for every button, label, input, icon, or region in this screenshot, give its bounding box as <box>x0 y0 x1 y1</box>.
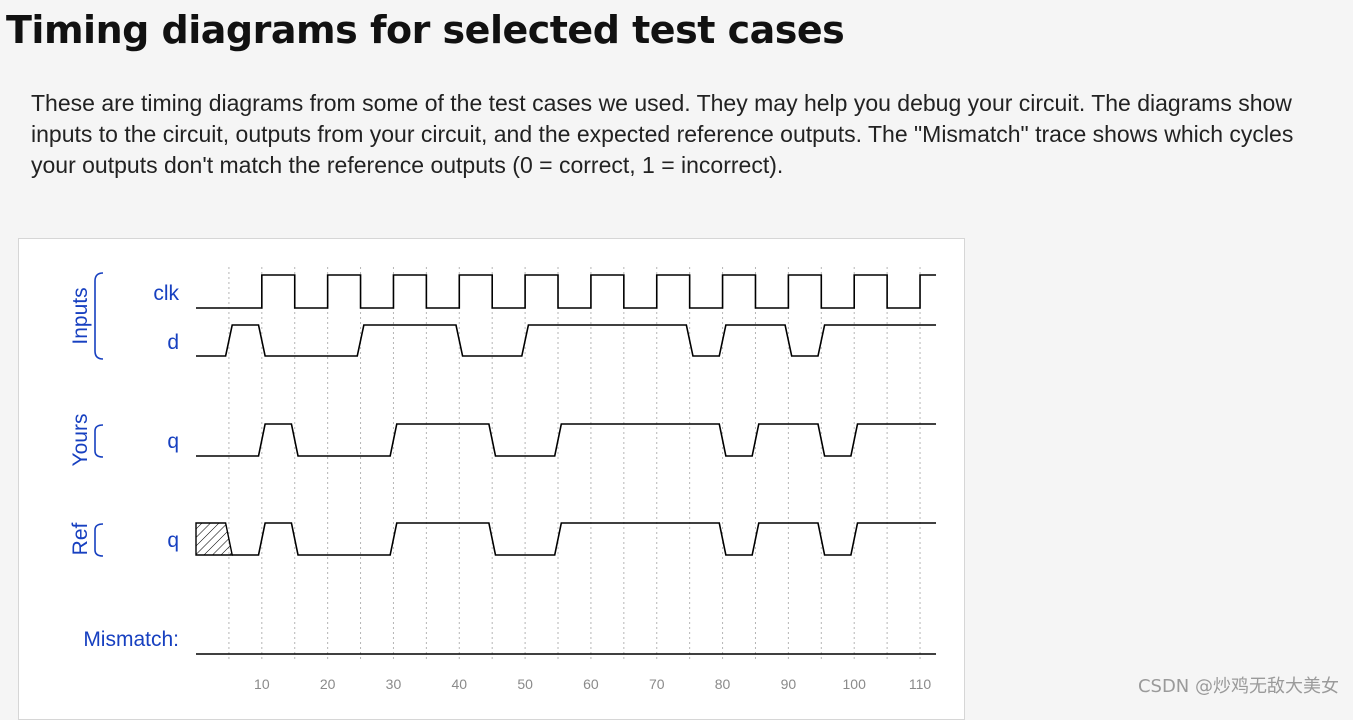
signal-label-yours-q: q <box>167 430 179 453</box>
x-tick-label: 20 <box>320 676 336 692</box>
ref_q-waveform <box>232 522 937 556</box>
x-tick-label: 100 <box>843 676 867 692</box>
timing-diagram-panel: Inputs Yours Ref clk d q q Mismatch: 10 2… <box>18 238 965 720</box>
x-tick-label: 60 <box>583 676 599 692</box>
x-tick-label: 80 <box>715 676 731 692</box>
yours_q-waveform <box>196 423 937 457</box>
ref_q-unknown-region <box>195 522 234 556</box>
group-label-inputs: Inputs <box>69 287 92 344</box>
watermark: CSDN @炒鸡无敌大美女 <box>1137 676 1339 697</box>
clk-waveform <box>196 274 937 309</box>
x-tick-label: 50 <box>517 676 533 692</box>
description-text: These are timing diagrams from some of t… <box>31 90 1294 178</box>
inputs-brace <box>94 272 104 360</box>
signal-label-d: d <box>167 331 179 354</box>
signal-label-clk: clk <box>153 282 179 305</box>
ref-brace <box>94 523 104 557</box>
x-tick-label: 110 <box>909 676 932 692</box>
d-waveform <box>196 324 937 357</box>
group-label-ref: Ref <box>69 522 92 555</box>
x-tick-label: 70 <box>649 676 665 692</box>
timing-diagram: Inputs Yours Ref clk d q q Mismatch: 10 2… <box>69 267 937 692</box>
page-title: Timing diagrams for selected test cases <box>6 8 845 52</box>
x-tick-label: 40 <box>451 676 467 692</box>
group-label-yours: Yours <box>69 414 92 467</box>
x-tick-label: 10 <box>254 676 270 692</box>
yours-brace <box>94 424 104 458</box>
x-tick-label: 30 <box>386 676 402 692</box>
signal-label-mismatch: Mismatch: <box>83 628 179 651</box>
signal-label-ref-q: q <box>167 529 179 552</box>
x-tick-label: 90 <box>781 676 797 692</box>
